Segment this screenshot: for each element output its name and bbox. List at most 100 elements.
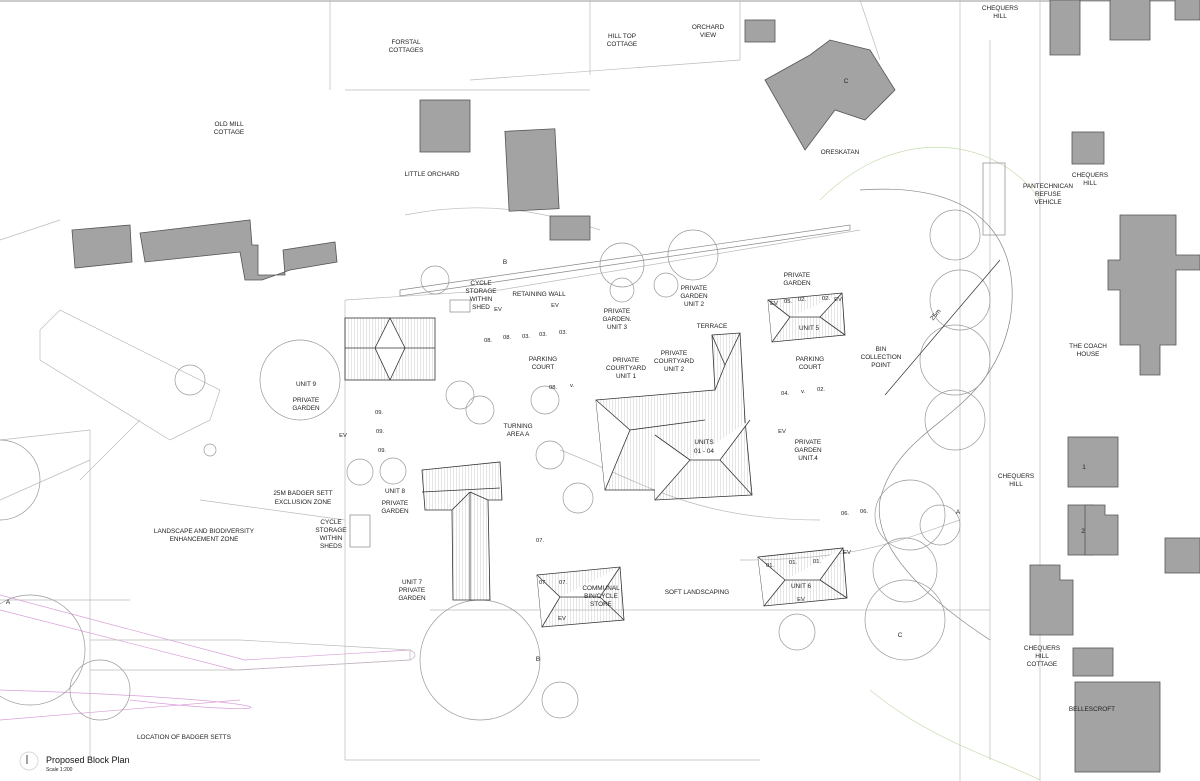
ev-point: EV bbox=[843, 550, 851, 556]
label-unit9-2: PRIVATE bbox=[293, 397, 319, 404]
place-labels: FORSTAL COTTAGES HILL TOP COTTAGE ORCHAR… bbox=[137, 5, 1115, 741]
label-bin-point-2: COLLECTION bbox=[861, 354, 902, 361]
label-cycle-shed-2: STORAGE bbox=[465, 288, 496, 295]
ev-point: EV bbox=[797, 597, 805, 603]
label-badger-setts: LOCATION OF BADGER SETTS bbox=[137, 734, 231, 741]
label-pc-unit1-1: PRIVATE bbox=[613, 357, 639, 364]
space-number: 09. bbox=[375, 410, 383, 416]
label-forstal-2: COTTAGES bbox=[389, 47, 424, 54]
label-chequers-top-1: CHEQUERS bbox=[982, 5, 1018, 12]
label-communal-3: STORE bbox=[590, 601, 612, 608]
label-chequers-right-1: CHEQUERS bbox=[1072, 172, 1108, 179]
unit-8-roof bbox=[421, 461, 503, 601]
units-01-04-roof bbox=[595, 332, 753, 501]
ev-point: EV bbox=[551, 303, 559, 309]
proposed-buildings bbox=[344, 162, 1006, 628]
ev-point: EV bbox=[494, 307, 502, 313]
label-plot-2: 2 bbox=[1081, 528, 1085, 535]
label-unit7-1: UNIT 7 bbox=[402, 579, 423, 586]
label-parking-east-1: PARKING bbox=[796, 356, 824, 363]
label-pantechnican-3: VEHICLE bbox=[1034, 199, 1061, 206]
label-hilltop-1: HILL TOP bbox=[608, 33, 636, 40]
label-turning-1: TURNING bbox=[503, 423, 532, 430]
label-cycle-shed-4: SHED bbox=[472, 304, 490, 311]
north-arrow-icon bbox=[19, 751, 39, 771]
label-pg-unit2-1: PRIVATE bbox=[681, 285, 707, 292]
space-number: 03. bbox=[539, 332, 547, 338]
space-number: v. bbox=[570, 383, 574, 389]
label-parking-east-2: COURT bbox=[799, 364, 822, 371]
label-pc-unit2-1: PRIVATE bbox=[661, 350, 687, 357]
label-bin-point-3: POINT bbox=[871, 362, 891, 369]
label-unit9-1: UNIT 9 bbox=[296, 381, 317, 388]
trees bbox=[0, 209, 991, 721]
label-cycle-sheds-4: SHEDS bbox=[320, 543, 342, 550]
label-chequers-mid-2: HILL bbox=[1009, 481, 1023, 488]
section-marker-b-north: B bbox=[503, 259, 507, 266]
space-number: 06. bbox=[841, 511, 849, 517]
label-badger-zone-1: 25M BADGER SETT bbox=[273, 490, 332, 497]
label-old-mill-2: COTTAGE bbox=[214, 129, 244, 136]
label-orchard-view-1: ORCHARD bbox=[692, 24, 725, 31]
label-oreskatan: ORESKATAN bbox=[821, 149, 860, 156]
label-unit5: UNIT 5 bbox=[799, 325, 820, 332]
label-cycle-sheds-2: STORAGE bbox=[315, 527, 346, 534]
label-retaining-wall: RETAINING WALL bbox=[512, 291, 566, 298]
label-pg-unit4-3: UNIT.4 bbox=[798, 455, 818, 462]
label-chequers-right-2: HILL bbox=[1083, 180, 1097, 187]
label-unit8-3: GARDEN bbox=[381, 508, 409, 515]
space-number: 03. bbox=[522, 334, 530, 340]
title-block: Proposed Block Plan Scale 1:200 bbox=[19, 751, 130, 773]
section-marker-c-north: C bbox=[844, 78, 849, 85]
section-marker-b-south: B bbox=[536, 656, 540, 663]
label-unit9-3: GARDEN bbox=[292, 405, 320, 412]
label-coach-house-1: THE COACH bbox=[1069, 343, 1107, 350]
space-number: 09. bbox=[378, 448, 386, 454]
unit-6-roof bbox=[757, 547, 848, 607]
label-unit7-2: PRIVATE bbox=[399, 587, 425, 594]
space-number: 09. bbox=[376, 429, 384, 435]
label-chequers-cottage-3: COTTAGE bbox=[1027, 661, 1057, 668]
label-hilltop-2: COTTAGE bbox=[607, 41, 637, 48]
label-unit6: UNIT 6 bbox=[791, 583, 812, 590]
label-units-0104-2: 01 - 04 bbox=[694, 448, 714, 455]
label-old-mill-1: OLD MILL bbox=[214, 121, 244, 128]
label-coach-house-2: HOUSE bbox=[1077, 351, 1100, 358]
space-number: 02. bbox=[822, 296, 830, 302]
label-pg-unit4-1: PRIVATE bbox=[795, 439, 821, 446]
label-chequers-cottage-1: CHEQUERS bbox=[1024, 645, 1060, 652]
neighbour-buildings bbox=[71, 0, 1200, 773]
label-pc-unit2-3: UNIT 2 bbox=[664, 366, 685, 373]
label-pg-unit3-1: PRIVATE bbox=[604, 308, 630, 315]
space-number: v. bbox=[801, 389, 805, 395]
space-number: 06. bbox=[860, 509, 868, 515]
space-number: 01. bbox=[813, 559, 821, 565]
space-number: 03. bbox=[559, 330, 567, 336]
space-number: 08. bbox=[549, 385, 557, 391]
label-pc-unit1-3: UNIT 1 bbox=[616, 373, 637, 380]
unit-9-roof bbox=[344, 317, 436, 381]
label-soft-landscaping: SOFT LANDSCAPING bbox=[665, 589, 730, 596]
ev-point: EV bbox=[339, 433, 347, 439]
label-cycle-shed-1: CYCLE bbox=[470, 280, 491, 287]
label-pc-unit1-2: COURTYARD bbox=[606, 365, 646, 372]
label-pc-unit2-2: COURTYARD bbox=[654, 358, 694, 365]
label-chequers-cottage-2: HILL bbox=[1035, 653, 1049, 660]
label-chequers-mid-1: CHEQUERS bbox=[998, 473, 1034, 480]
section-marker-c-south: C bbox=[898, 632, 903, 639]
label-cycle-sheds-3: WITHIN bbox=[320, 535, 343, 542]
space-number: 07. bbox=[539, 580, 547, 586]
label-communal-1: COMMUNAL bbox=[582, 585, 620, 592]
space-number: 05. bbox=[784, 299, 792, 305]
communal-store-roof bbox=[536, 566, 625, 628]
label-orchard-view-2: VIEW bbox=[700, 32, 717, 39]
label-unit8-2: PRIVATE bbox=[382, 500, 408, 507]
space-number: 07. bbox=[559, 580, 567, 586]
unit-5-roof bbox=[767, 292, 846, 343]
label-forstal-1: FORSTAL bbox=[392, 39, 421, 46]
section-marker-a-west: A bbox=[6, 599, 11, 606]
drawing-title: Proposed Block Plan bbox=[46, 755, 130, 765]
space-number: 07. bbox=[536, 538, 544, 544]
drawing-scale: Scale 1:200 bbox=[46, 767, 73, 773]
